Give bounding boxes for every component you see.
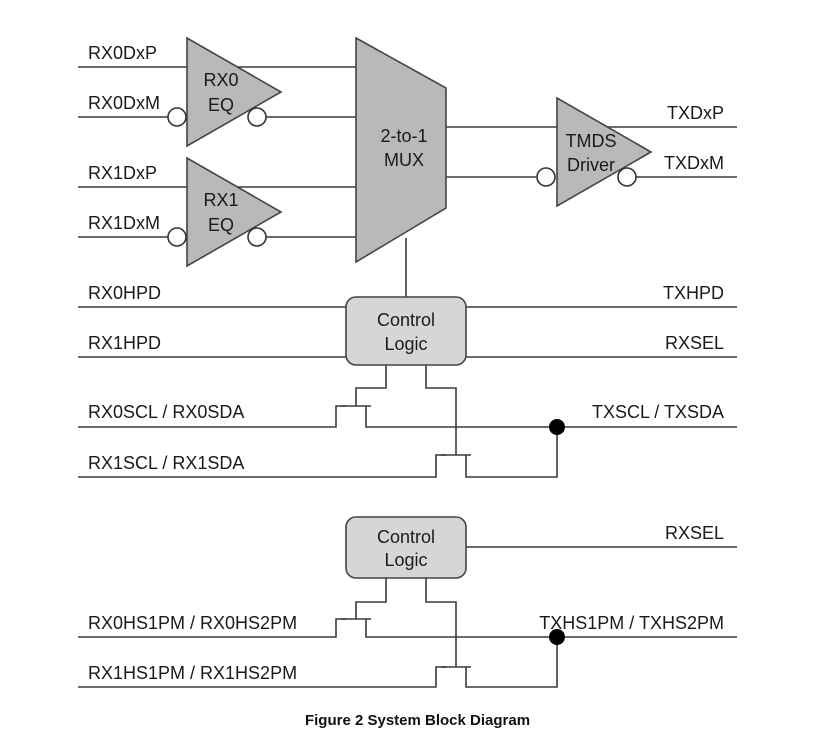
signal-labels: RX0DxP RX0DxM RX1DxP RX1DxM TXDxP TXDxM … (88, 43, 724, 683)
switch-gates (341, 405, 471, 668)
mux-label-1: 2-to-1 (380, 126, 427, 146)
inverter-bubble (247, 227, 267, 247)
label-rx1dxm: RX1DxM (88, 213, 160, 233)
control-logic-2-label-1: Control (377, 527, 435, 547)
control-logic-block-2: Control Logic (345, 516, 467, 579)
junction-dot-hs (549, 629, 565, 645)
label-txdxm: TXDxM (664, 153, 724, 173)
label-rx0hs: RX0HS1PM / RX0HS2PM (88, 613, 297, 633)
label-rx0dxm: RX0DxM (88, 93, 160, 113)
rx0-eq-label-1: RX0 (203, 70, 238, 90)
label-txdxp: TXDxP (667, 103, 724, 123)
label-rx1hpd: RX1HPD (88, 333, 161, 353)
mux-label-2: MUX (384, 150, 424, 170)
inverter-bubble (167, 107, 187, 127)
inverter-bubble (617, 167, 637, 187)
junction-dot-ddc (549, 419, 565, 435)
rx0-eq-label-2: EQ (208, 95, 234, 115)
label-rx0scl-sda: RX0SCL / RX0SDA (88, 402, 244, 422)
tmds-label-1: TMDS (566, 131, 617, 151)
control-logic-1-label-2: Logic (384, 334, 427, 354)
label-rx1hs: RX1HS1PM / RX1HS2PM (88, 663, 297, 683)
control-logic-1-label-1: Control (377, 310, 435, 330)
inverter-bubble (167, 227, 187, 247)
rx0-eq-block: RX0 EQ (167, 36, 283, 148)
label-rxsel-2: RXSEL (665, 523, 724, 543)
inverter-bubble (247, 107, 267, 127)
control-logic-2-label-2: Logic (384, 550, 427, 570)
label-txhs: TXHS1PM / TXHS2PM (539, 613, 724, 633)
label-txscl-sda: TXSCL / TXSDA (592, 402, 724, 422)
label-rx1scl-sda: RX1SCL / RX1SDA (88, 453, 244, 473)
label-rx1dxp: RX1DxP (88, 163, 157, 183)
control-logic-block-1: Control Logic (345, 296, 467, 366)
mux-block: 2-to-1 MUX (355, 36, 447, 264)
rx1-eq-label-2: EQ (208, 215, 234, 235)
label-rx0hpd: RX0HPD (88, 283, 161, 303)
label-rx0dxp: RX0DxP (88, 43, 157, 63)
tmds-driver-block: TMDS Driver (536, 96, 653, 208)
rx1-eq-label-1: RX1 (203, 190, 238, 210)
rx1-eq-block: RX1 EQ (167, 156, 283, 268)
tmds-label-2: Driver (567, 155, 615, 175)
label-rxsel: RXSEL (665, 333, 724, 353)
inverter-bubble (536, 167, 556, 187)
label-txhpd: TXHPD (663, 283, 724, 303)
figure-caption: Figure 2 System Block Diagram (304, 712, 531, 729)
